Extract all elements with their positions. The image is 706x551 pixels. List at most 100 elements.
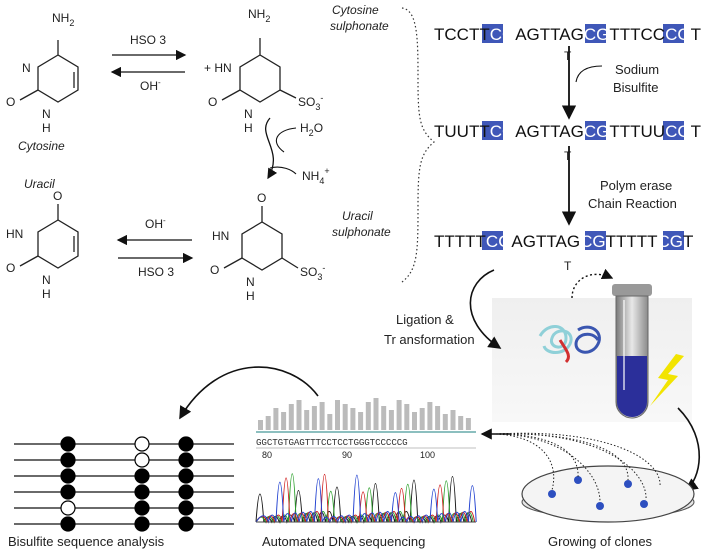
top-equilibrium-arrows: HSO 3 OH- — [110, 33, 187, 93]
uracil-sulphonate-label-2: sulphonate — [332, 225, 391, 239]
quality-bar — [311, 406, 317, 430]
cytosine-sulphonate-structure: NH2 + HN O N H SO3- Cytosine sulphonate — [204, 3, 389, 135]
dotted-fan-lines — [495, 432, 661, 503]
quality-bar — [458, 416, 464, 430]
quality-bar — [412, 412, 417, 430]
uracil-sulphonate-label-1: Uracil — [342, 209, 373, 223]
axis-tick-90: 90 — [342, 450, 352, 460]
cytosine-nh2: NH2 — [52, 11, 74, 28]
caption-bisulfite-analysis: Bisulfite sequence analysis — [8, 534, 165, 549]
methylated-cpg-circle — [178, 436, 194, 452]
ligation-label-1: Ligation & — [396, 312, 454, 327]
uracil-hn: HN — [6, 227, 23, 241]
step-bisulfite: Sodium Bisulfite — [561, 46, 659, 120]
test-tube-icon — [612, 284, 652, 419]
quality-bar — [258, 420, 263, 430]
arrow-to-analysis — [179, 366, 319, 420]
uracil-structure: Uracil O HN O N H — [6, 177, 79, 301]
methylated-cpg-circle — [134, 500, 150, 516]
bottom-forward-label: HSO 3 — [138, 265, 174, 279]
chromatogram-trace — [255, 473, 476, 524]
methylated-cpg-circle — [134, 484, 150, 500]
sequence-1: TCCTTCGAGTTAGCGTTTCCCGT T — [434, 24, 701, 63]
chromatogram-trace — [255, 474, 477, 524]
cytosine-structure: NH2 N O N H Cytosine — [6, 11, 79, 153]
uracil-sulphonate-hn: HN — [212, 229, 229, 243]
quality-bar — [281, 412, 287, 430]
bottom-back-label: OH- — [145, 216, 166, 231]
dotted-arrow-to-tube — [571, 268, 614, 299]
quality-bar — [465, 418, 471, 430]
methylated-cpg-circle — [178, 452, 194, 468]
chromatogram-peaks — [255, 473, 477, 524]
quality-bar — [265, 416, 271, 430]
sequence-3: TTTTTCGAGTTAGCGTTTTTCGT T — [434, 231, 693, 273]
quality-bar — [442, 414, 448, 430]
uracil-h: H — [42, 287, 51, 301]
quality-bar — [365, 402, 371, 430]
bisulfite-label-1: Sodium — [615, 62, 659, 77]
bottom-equilibrium-arrows: OH- HSO 3 — [116, 216, 194, 279]
cytosine-label: Cytosine — [18, 139, 65, 153]
uracil-sulphonate-n: N — [246, 275, 255, 289]
quality-bar — [342, 404, 348, 430]
sequence-2-below: T — [564, 149, 572, 163]
methylated-cpg-circle — [134, 468, 150, 484]
quality-bar — [350, 408, 356, 430]
cytosine-sulphonate-o: O — [208, 95, 217, 109]
axis-tick-100: 100 — [420, 450, 435, 460]
petri-dish-icon — [521, 465, 695, 523]
caption-growing-clones: Growing of clones — [548, 534, 653, 549]
top-back-label: OH- — [140, 78, 161, 93]
sequence-2-text: TUUTTCGAGTTAGCGTTTUUCGT — [434, 122, 701, 141]
sequence-3-below: T — [564, 259, 572, 273]
quality-bar — [450, 410, 456, 430]
methylated-cpg-circle — [60, 452, 76, 468]
methylated-cpg-circle — [60, 484, 76, 500]
quality-bar — [358, 412, 364, 430]
cytosine-sulphonate-n: N — [244, 107, 253, 121]
quality-bar — [273, 408, 279, 430]
sequencing-trace: GGCTGTGAGTTTCCTCCTGGGTCCCCCG 80 90 100 — [255, 398, 477, 524]
plasmid-icon — [538, 325, 601, 364]
uracil-o-top: O — [53, 189, 62, 203]
sequence-3-text: TTTTTCGAGTTAGCGTTTTTCGT — [434, 232, 693, 251]
quality-bar — [327, 414, 333, 430]
cytosine-sulphonate-hn: + HN — [204, 61, 232, 75]
curved-arrow-to-panel — [469, 269, 502, 349]
quality-bars — [258, 398, 471, 430]
ligation-label-2: Tr ansformation — [384, 332, 475, 347]
sequence-2: TUUTTCGAGTTAGCGTTTUUCGT T — [434, 121, 701, 163]
methylated-cpg-circle — [60, 468, 76, 484]
methylated-cpg-circle — [134, 516, 150, 532]
deamination-arrow: H2O NH4+ — [265, 117, 330, 186]
cytosine-sulphonate-so3: SO3- — [298, 93, 323, 112]
methylated-cpg-circle — [60, 516, 76, 532]
uracil-n: N — [42, 273, 51, 287]
methylated-cpg-circle — [178, 484, 194, 500]
uracil-sulphonate-so3: SO3- — [300, 263, 325, 282]
methylated-cpg-circle — [178, 500, 194, 516]
water-label: H2O — [300, 121, 323, 138]
uracil-label: Uracil — [24, 177, 55, 191]
cytosine-sulphonate-label-2: sulphonate — [330, 19, 389, 33]
caption-dna-sequencing: Automated DNA sequencing — [262, 534, 425, 549]
cytosine-sulphonate-h: H — [244, 121, 253, 135]
cloning-panel-bg — [492, 298, 692, 422]
uracil-o: O — [6, 261, 15, 275]
sequence-1-text: TCCTTCGAGTTAGCGTTTCCCGT — [434, 25, 701, 44]
top-forward-label: HSO 3 — [130, 33, 166, 47]
quality-bar — [404, 404, 410, 430]
unmethylated-cpg-circle — [60, 500, 76, 516]
sequence-1-below: T — [564, 49, 572, 63]
methylated-cpg-circle — [178, 468, 194, 484]
methylated-cpg-circle — [60, 436, 76, 452]
pcr-label-2: Chain Reaction — [588, 196, 677, 211]
cytosine-sulphonate-nh2: NH2 — [248, 7, 270, 24]
quality-bar — [427, 402, 433, 430]
quality-bar — [396, 400, 402, 430]
step-pcr: Polym erase Chain Reaction — [561, 146, 677, 226]
methylated-cpg-circle — [178, 516, 194, 532]
read-sequence: GGCTGTGAGTTTCCTCCTGGGTCCCCCG — [256, 437, 408, 448]
cytosine-o: O — [6, 95, 15, 109]
